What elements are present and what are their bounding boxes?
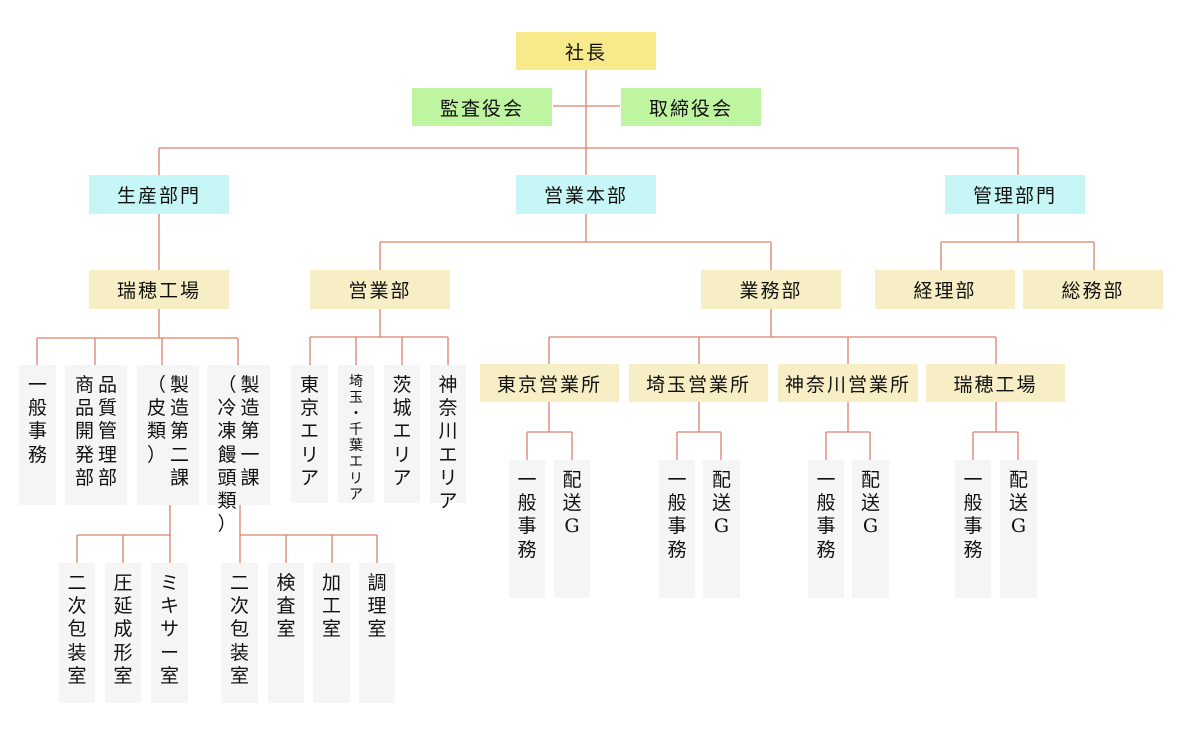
processing-room-box: 加 工 室: [313, 563, 350, 703]
general-affairs-dept-box: 総務部: [1023, 270, 1163, 309]
board-of-directors-label: 取締役会: [648, 97, 733, 120]
mfg2-secondary-packaging-box: 二 次 包 装 室: [59, 563, 95, 703]
vertical-label: 東 京 エ リ ア: [299, 374, 319, 489]
kanagawa-general-office-box: 一 般 事 務: [808, 460, 844, 598]
vertical-label: 一 般 事 務: [27, 374, 47, 466]
mizuho-delivery-box: 配 送 G: [1000, 460, 1037, 598]
board-of-directors-box: 取締役会: [621, 88, 761, 126]
mfg1-secondary-packaging-box: 二 次 包 装 室: [221, 563, 258, 703]
vertical-label: 配 送 G: [860, 469, 880, 538]
factory-general-office-box: 一 般 事 務: [19, 365, 56, 505]
vertical-label: 一 般 事 務: [816, 469, 836, 561]
vertical-label: （ 冷 凍 饅 頭 類 ）: [217, 374, 237, 536]
president-box: 社長: [516, 32, 656, 70]
vertical-label: 品 質 管 理 部: [97, 374, 117, 489]
mfg1-box: 製 造 第 一 課 （ 冷 凍 饅 頭 類 ）: [207, 365, 270, 535]
vertical-label: 配 送 G: [1008, 469, 1028, 538]
board-of-auditors-label: 監査役会: [439, 97, 524, 120]
sales-hq-label: 営業本部: [543, 185, 628, 207]
cooking-room-box: 調 理 室: [359, 563, 395, 703]
kanagawa-office-box: 神奈川営業所: [778, 364, 918, 402]
tokyo-office-box: 東京営業所: [480, 364, 619, 402]
vertical-label: ミ キ サ ー 室: [159, 572, 179, 687]
vertical-label: 一 般 事 務: [517, 469, 537, 561]
sales-dept-label: 営業部: [348, 280, 412, 302]
vertical-label: 圧 延 成 形 室: [113, 572, 133, 687]
press-molding-box: 圧 延 成 形 室: [105, 563, 141, 703]
vertical-label: 二 次 包 装 室: [229, 572, 249, 687]
vertical-label: 調 理 室: [367, 572, 387, 641]
vertical-label: 商 品 開 発 部: [74, 374, 94, 489]
mizuho-office-box: 瑞穂工場: [926, 364, 1065, 402]
president-label: 社長: [564, 41, 607, 64]
saitama-chiba-area-box: 埼 玉 ・ 千 葉 エ リ ア: [338, 365, 374, 503]
mizuho-office-label: 瑞穂工場: [953, 373, 1038, 396]
saitama-delivery-box: 配 送 G: [703, 460, 740, 598]
inspection-room-box: 検 査 室: [268, 563, 304, 703]
vertical-label: 一 般 事 務: [963, 469, 983, 561]
tokyo-area-box: 東 京 エ リ ア: [291, 365, 328, 503]
production-division-label: 生産部門: [116, 185, 201, 207]
vertical-label: 茨 城 エ リ ア: [392, 374, 412, 489]
mizuho-factory-box: 瑞穂工場: [89, 270, 229, 309]
vertical-label: 埼 玉 ・ 千 葉 エ リ ア: [349, 374, 363, 503]
saitama-office-box: 埼玉営業所: [629, 364, 768, 402]
vertical-label: 神 奈 川 エ リ ア: [438, 374, 458, 512]
saitama-office-label: 埼玉営業所: [645, 373, 751, 396]
saitama-general-office-box: 一 般 事 務: [659, 460, 695, 598]
vertical-label: 製 造 第 一 課: [240, 374, 260, 489]
ibaraki-area-box: 茨 城 エ リ ア: [384, 365, 420, 503]
kanagawa-area-box: 神 奈 川 エ リ ア: [430, 365, 466, 512]
sales-dept-box: 営業部: [310, 270, 450, 309]
tokyo-general-office-box: 一 般 事 務: [509, 460, 545, 598]
vertical-label: 二 次 包 装 室: [67, 572, 87, 687]
production-division-box: 生産部門: [89, 175, 229, 214]
tokyo-delivery-box: 配 送 G: [554, 460, 590, 598]
mizuho-factory-label: 瑞穂工場: [116, 280, 201, 302]
mfg2-box: 製 造 第 二 課 （ 皮 類 ）: [137, 365, 199, 505]
sales-hq-box: 営業本部: [516, 175, 656, 214]
business-dept-label: 業務部: [739, 280, 803, 302]
accounting-dept-box: 経理部: [875, 270, 1015, 309]
vertical-label: 加 工 室: [321, 572, 341, 641]
mixer-room-box: ミ キ サ ー 室: [151, 563, 188, 703]
kanagawa-delivery-box: 配 送 G: [852, 460, 889, 598]
accounting-dept-label: 経理部: [913, 280, 977, 302]
admin-division-box: 管理部門: [945, 175, 1085, 214]
vertical-label: （ 皮 類 ）: [146, 374, 166, 466]
board-of-auditors-box: 監査役会: [412, 88, 552, 126]
vertical-label: 製 造 第 二 課: [169, 374, 189, 489]
vertical-label: 配 送 G: [711, 469, 731, 538]
admin-division-label: 管理部門: [972, 185, 1057, 207]
general-affairs-dept-label: 総務部: [1061, 280, 1125, 302]
vertical-label: 検 査 室: [276, 572, 296, 641]
tokyo-office-label: 東京営業所: [496, 373, 602, 396]
vertical-label: 一 般 事 務: [667, 469, 687, 561]
mizuho-general-office-box: 一 般 事 務: [955, 460, 991, 598]
quality-dev-box: 品 質 管 理 部 商 品 開 発 部: [65, 365, 127, 505]
vertical-label: 配 送 G: [562, 469, 582, 538]
kanagawa-office-label: 神奈川営業所: [784, 373, 911, 396]
business-dept-box: 業務部: [701, 270, 841, 309]
